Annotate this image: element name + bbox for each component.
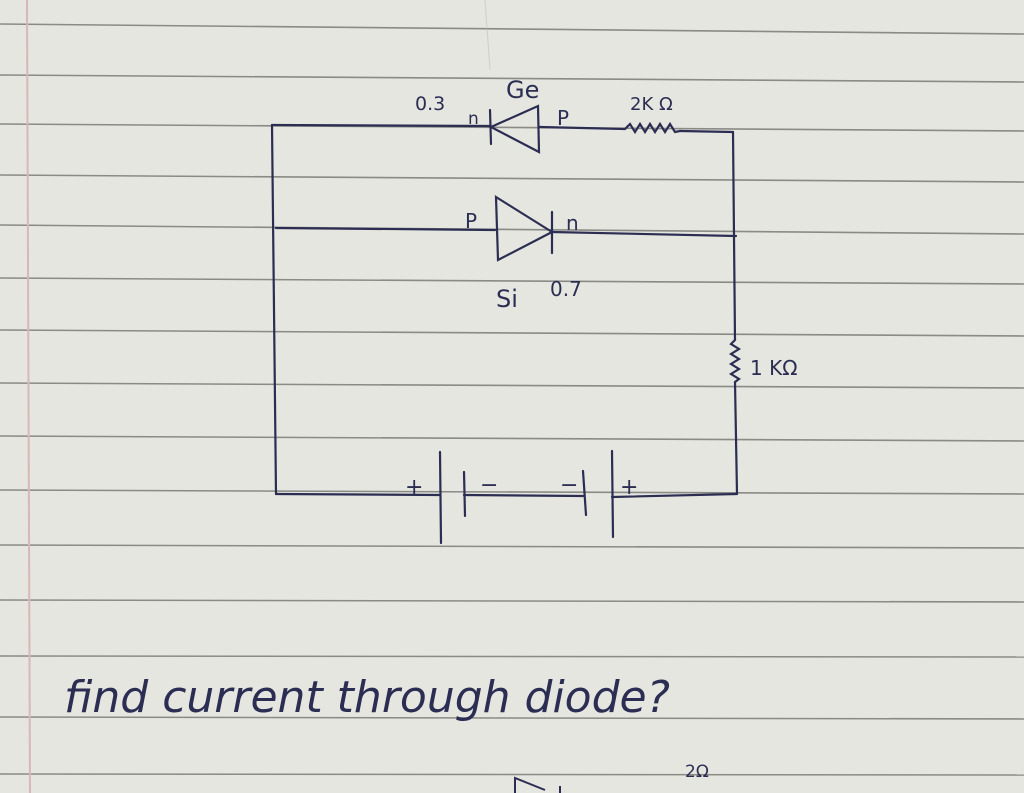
si-cathode-label: n (566, 211, 579, 235)
ge-diode-symbol (488, 104, 541, 154)
battery-left-minus: − (480, 473, 498, 498)
circuit-labels: Ge 0.3 n P 2K Ω P n 0.7 Si 1 KΩ + − − + (405, 76, 797, 500)
resistor-1k-symbol (728, 338, 742, 384)
resistor-2k-symbol (623, 121, 682, 135)
top-wire (270, 123, 492, 128)
circuit-diagram (270, 104, 742, 545)
battery-right-plus: + (620, 475, 638, 500)
margin-line (26, 0, 31, 793)
si-label: Si (496, 285, 518, 313)
battery-right-minus: − (560, 473, 578, 498)
ge-cathode-label: n (468, 109, 479, 129)
battery-right-long-plate (610, 449, 615, 539)
next-resistor-label: 2Ω (685, 762, 709, 782)
ge-voltage-label: 0.3 (415, 93, 445, 115)
bottom-wire (274, 492, 442, 497)
ge-label: Ge (506, 76, 539, 104)
next-diagram-partial (514, 776, 561, 793)
resistor-1k-label: 1 KΩ (750, 356, 797, 380)
si-voltage-label: 0.7 (550, 277, 582, 301)
ge-anode-label: P (557, 106, 569, 130)
battery-right-short-plate (581, 469, 588, 517)
left-wire (270, 123, 278, 496)
ruled-lines (0, 23, 1024, 776)
si-anode-label: P (465, 209, 477, 233)
si-diode-symbol (494, 194, 555, 262)
battery-left-plus: + (405, 475, 423, 500)
middle-wire (274, 226, 497, 232)
question-text: find current through diode? (64, 672, 670, 723)
battery-left-short-plate (462, 470, 467, 518)
resistor-2k-label: 2K Ω (630, 94, 673, 115)
battery-left-long-plate (438, 450, 443, 545)
